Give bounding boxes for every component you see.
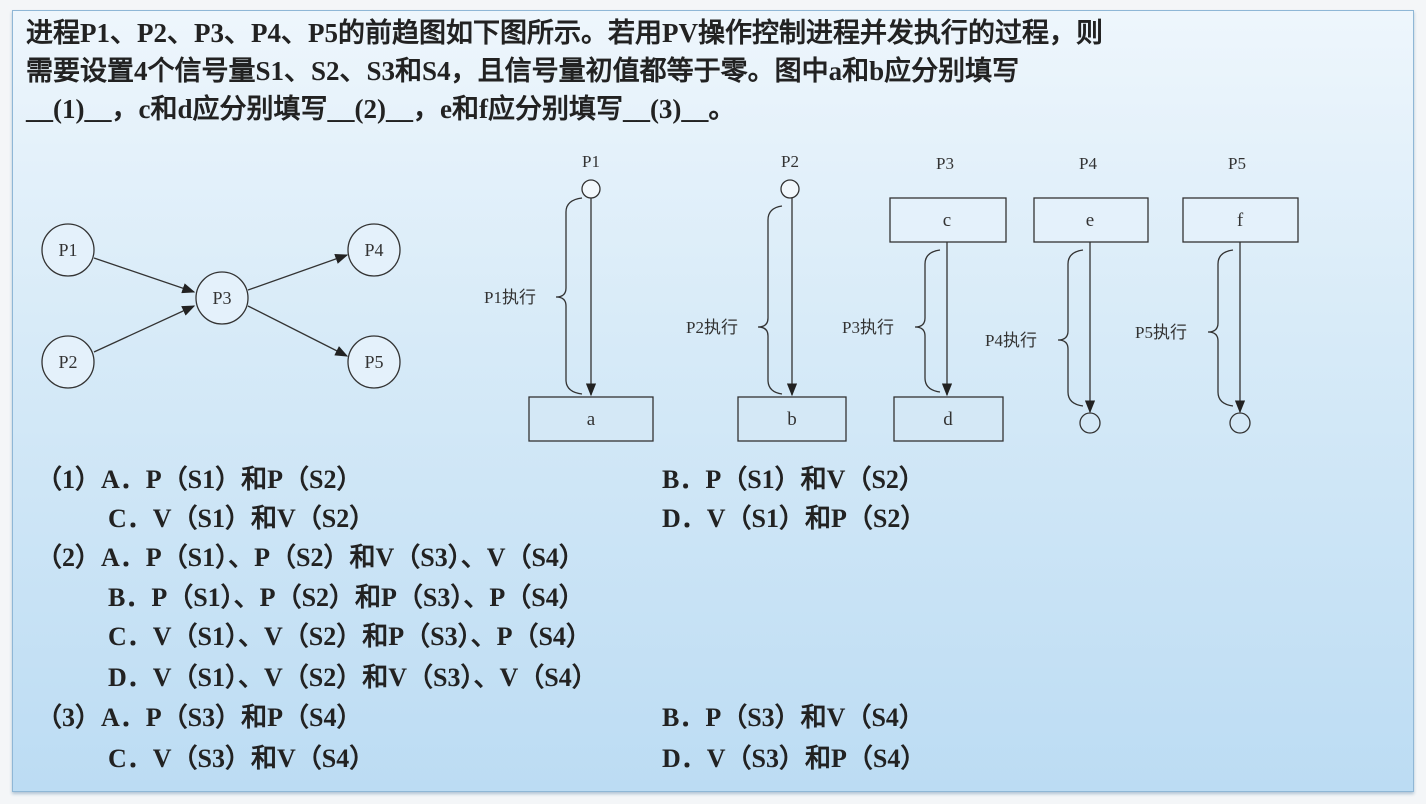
node-label: P5 (364, 352, 383, 372)
slide-panel (12, 10, 1414, 792)
edge-p3-p5 (247, 305, 349, 357)
precedence-graph (41, 223, 401, 389)
process-label: P1 (582, 152, 600, 171)
node-p2 (41, 335, 95, 389)
node-label: P4 (364, 240, 383, 260)
pv-diagram (528, 179, 1299, 442)
box-label-d: d (943, 409, 953, 430)
edge-p3-p4 (247, 253, 349, 291)
box-label-f: f (1237, 210, 1244, 231)
exec-label: P5执行 (1135, 323, 1187, 342)
node-p5 (347, 335, 401, 389)
node-p3 (195, 271, 249, 325)
process-label: P4 (1079, 154, 1097, 173)
node-label: P1 (58, 240, 77, 260)
option-3c: C．V（S3）和V（S4） (108, 744, 376, 773)
box-label-a: a (587, 409, 596, 430)
question-line: 进程P1、P2、P3、P4、P5的前趋图如下图所示。若用PV操作控制进程并发执行… (26, 18, 1103, 48)
box-c (889, 197, 1007, 243)
question-text: 进程P1、P2、P3、P4、P5的前趋图如下图所示。若用PV操作控制进程并发执行… (26, 14, 1396, 128)
node-p1 (41, 223, 95, 277)
question-line: __(1)__，c和d应分别填写__(2)__，e和f应分别填写__(3)__。 (26, 94, 736, 124)
box-a (528, 396, 654, 442)
process-label: P3 (936, 154, 954, 173)
question-line: 需要设置4个信号量S1、S2、S3和S4，且信号量初值都等于零。图中a和b应分别… (26, 56, 1020, 86)
box-b (737, 396, 847, 442)
exec-label: P2执行 (686, 318, 738, 337)
option-1a: （1）A．P（S1）和P（S2） (36, 465, 363, 494)
edge-p1-p3 (93, 257, 196, 294)
option-2a: （2）A．P（S1）、P（S2）和V（S3）、V（S4） (36, 543, 585, 572)
exec-label: P3执行 (842, 318, 894, 337)
node-p4 (347, 223, 401, 277)
option-1d: D．V（S1）和P（S2） (662, 504, 927, 533)
option-2b: B．P（S1）、P（S2）和P（S3）、P（S4） (108, 583, 585, 612)
option-3a: （3）A．P（S3）和P（S4） (36, 703, 363, 732)
option-3b: B．P（S3）和V（S4） (662, 703, 925, 732)
exec-label: P1执行 (484, 288, 536, 307)
exec-label: P4执行 (985, 331, 1037, 350)
process-label: P5 (1228, 154, 1246, 173)
option-2d: D．V（S1）、V（S2）和V（S3）、V（S4） (108, 663, 598, 692)
box-label-e: e (1086, 210, 1094, 231)
node-label: P3 (212, 288, 231, 308)
box-e (1033, 197, 1149, 243)
option-2c: C．V（S1）、V（S2）和P（S3）、P（S4） (108, 622, 592, 651)
option-1c: C．V（S1）和V（S2） (108, 504, 376, 533)
box-label-c: c (943, 210, 951, 231)
option-3d: D．V（S3）和P（S4） (662, 744, 927, 773)
box-d (893, 396, 1004, 442)
process-label: P2 (781, 152, 799, 171)
edge-p2-p3 (93, 305, 196, 353)
option-1b: B．P（S1）和V（S2） (662, 465, 925, 494)
box-label-b: b (787, 409, 797, 430)
node-label: P2 (58, 352, 77, 372)
